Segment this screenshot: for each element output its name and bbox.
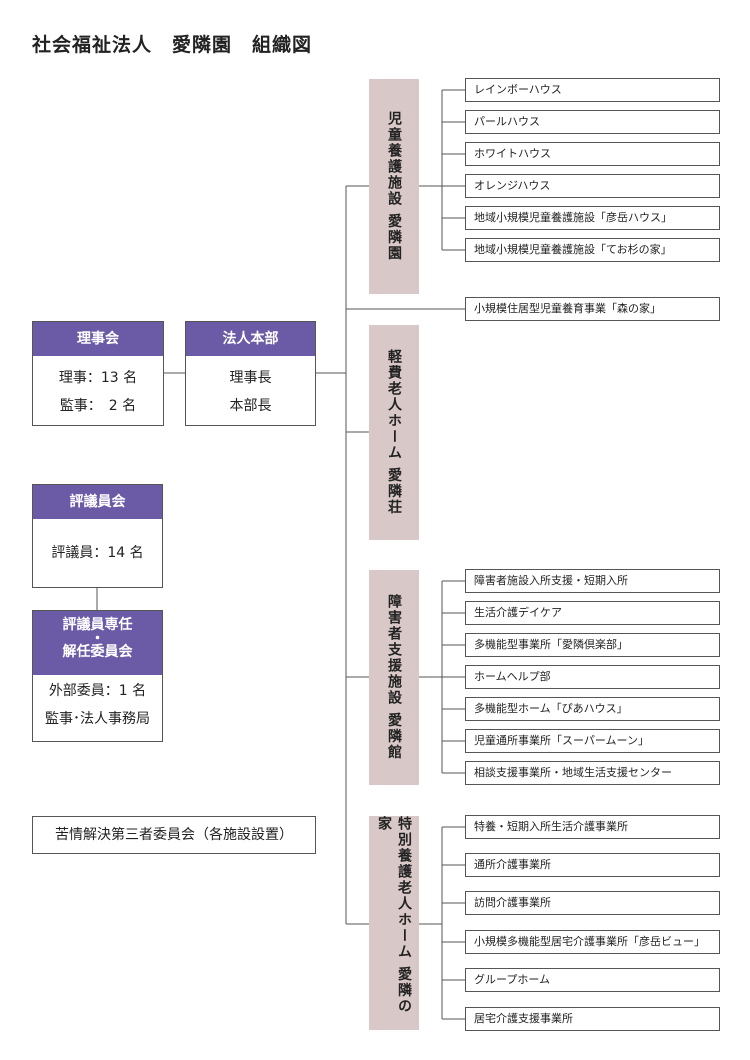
facility-item: 地域小規模児童養護施設「彦岳ハウス」 [465, 206, 720, 230]
board-line: 監事： 2 名 [59, 398, 137, 414]
direct-item: 小規模住居型児童養育事業「森の家」 [465, 297, 720, 321]
facility-item: 特養・短期入所生活介護事業所 [465, 815, 720, 839]
council-header: 評議員会 [33, 485, 162, 519]
facility-column: 特別養護老人ホーム 愛隣の家 [369, 816, 419, 1030]
hq-line: 理事長 [229, 370, 272, 386]
council-box: 評議員会 評議員：14 名 [32, 484, 163, 588]
council-line: 評議員：14 名 [51, 545, 144, 561]
facility-column: 児童養護施設 愛隣園 [369, 79, 419, 294]
facility-item: 障害者施設入所支援・短期入所 [465, 569, 720, 593]
board-box: 理事会 理事：13 名 監事： 2 名 [32, 321, 164, 426]
facility-item: 相談支援事業所・地域生活支援センター [465, 761, 720, 785]
facility-name: 障害者支援施設 愛隣館 [386, 594, 402, 761]
hq-box: 法人本部 理事長 本部長 [185, 321, 316, 426]
facility-item: 居宅介護支援事業所 [465, 1007, 720, 1031]
facility-item: 多機能型事業所「愛隣倶楽部」 [465, 633, 720, 657]
facility-item: 児童通所事業所「スーパームーン」 [465, 729, 720, 753]
grievance-committee-box: 苦情解決第三者委員会（各施設設置） [32, 816, 316, 854]
facility-item: ホームヘルプ部 [465, 665, 720, 689]
facility-name: 児童養護施設 愛隣園 [386, 111, 402, 262]
hq-header: 法人本部 [186, 322, 315, 356]
appointment-committee-header: 評議員専任 ・ 解任委員会 [33, 611, 162, 675]
header-line: 評議員専任 [62, 617, 133, 633]
committee-line: 監事･法人事務局 [45, 711, 150, 727]
facility-item: 地域小規模児童養護施設「てお杉の家」 [465, 238, 720, 262]
appointment-committee-box: 評議員専任 ・ 解任委員会 外部委員：1 名 監事･法人事務局 [32, 610, 163, 742]
facility-item: オレンジハウス [465, 174, 720, 198]
facility-column: 障害者支援施設 愛隣館 [369, 570, 419, 785]
facility-name: 特別養護老人ホーム 愛隣の家 [376, 816, 412, 1015]
facility-item: ホワイトハウス [465, 142, 720, 166]
board-line: 理事：13 名 [58, 370, 138, 386]
facility-item: パールハウス [465, 110, 720, 134]
board-header: 理事会 [33, 322, 163, 356]
facility-item: 多機能型ホーム「ぴあハウス」 [465, 697, 720, 721]
facility-column: 軽費老人ホーム 愛隣荘 [369, 325, 419, 540]
facility-item: 生活介護デイケア [465, 601, 720, 625]
header-line: ・ [90, 631, 105, 647]
facility-item: 訪問介護事業所 [465, 891, 720, 915]
facility-item: 小規模多機能型居宅介護事業所「彦岳ビュー」 [465, 930, 720, 954]
hq-line: 本部長 [229, 398, 272, 414]
facility-item: レインボーハウス [465, 78, 720, 102]
header-line: 解任委員会 [62, 644, 133, 660]
facility-name: 軽費老人ホーム 愛隣荘 [386, 349, 402, 516]
facility-item: 通所介護事業所 [465, 853, 720, 877]
page-title: 社会福祉法人 愛隣園 組織図 [32, 34, 313, 56]
facility-item: グループホーム [465, 968, 720, 992]
committee-line: 外部委員：1 名 [48, 683, 147, 699]
